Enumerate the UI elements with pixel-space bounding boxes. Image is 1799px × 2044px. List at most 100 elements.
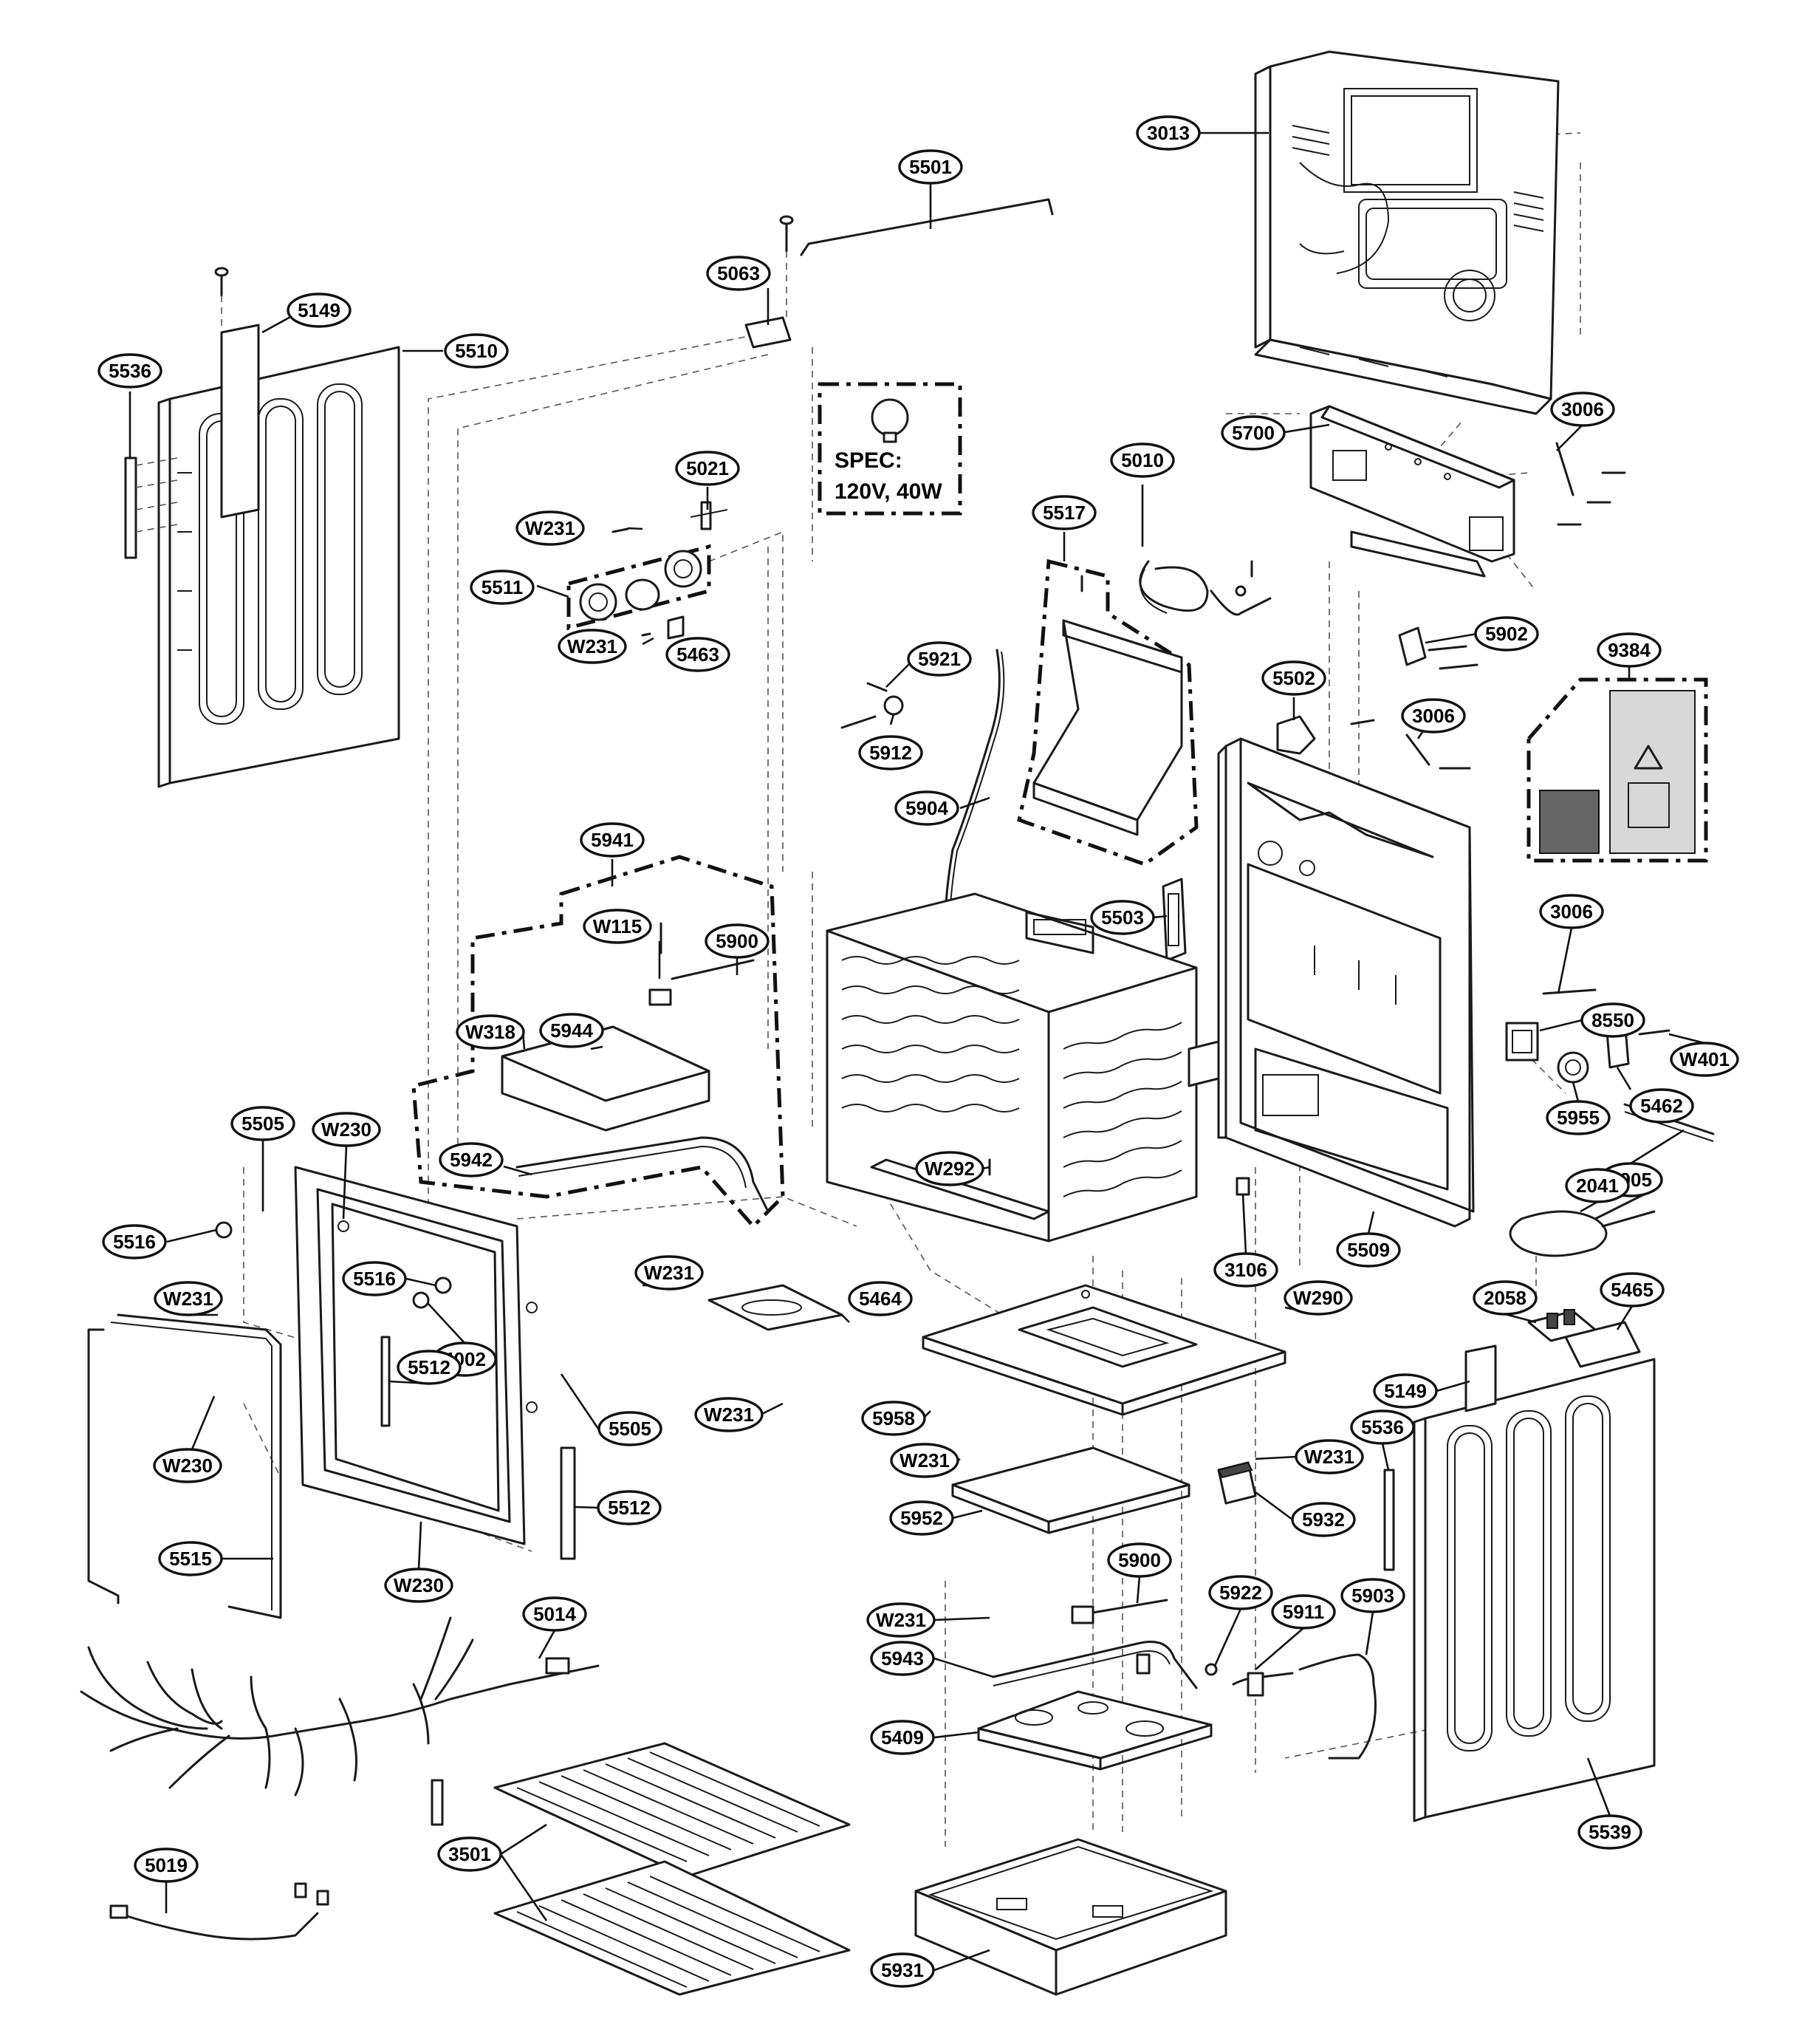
svg-text:5014: 5014 — [533, 1603, 576, 1625]
callout-5944: 5944 — [539, 1013, 604, 1048]
svg-text:W230: W230 — [394, 1574, 444, 1596]
bracket-5464 — [707, 1284, 843, 1331]
callout-5900: 5900 — [705, 923, 770, 959]
thermo-rod-3006-top — [1555, 442, 1626, 526]
callout-5516: 5516 — [102, 1224, 167, 1259]
callout-W290: W290 — [1284, 1280, 1353, 1316]
callout-5517: 5517 — [1032, 495, 1097, 530]
oven-racks-3501 — [493, 1742, 851, 1996]
callout-5515: 5515 — [158, 1541, 223, 1576]
svg-text:8550: 8550 — [1591, 1009, 1634, 1031]
rack-wires-top — [516, 1751, 820, 1862]
svg-text:5900: 5900 — [1118, 1549, 1161, 1571]
control-bracket-5700 — [1309, 405, 1515, 578]
svg-text:5536: 5536 — [1361, 1416, 1404, 1438]
insulation-strip-5149-left — [220, 324, 260, 519]
callout-5932: 5932 — [1291, 1502, 1356, 1537]
svg-text:5505: 5505 — [241, 1112, 284, 1135]
svg-text:5010: 5010 — [1121, 449, 1164, 471]
svg-text:W230: W230 — [321, 1118, 371, 1141]
svg-text:5511: 5511 — [482, 576, 523, 598]
callout-5942: 5942 — [439, 1142, 504, 1177]
bake-element-5943 — [992, 1641, 1198, 1689]
callout-5511: 5511 — [470, 570, 535, 605]
gas-tube-5904 — [944, 649, 1005, 926]
leader-lines — [128, 131, 1705, 1972]
callout-5536: 5536 — [1350, 1409, 1415, 1445]
callout-W231: W231 — [1295, 1439, 1364, 1474]
wire-harness-5014 — [80, 1616, 600, 1826]
callout-5505: 5505 — [230, 1106, 295, 1141]
callout-3006: 3006 — [1539, 894, 1604, 929]
svg-text:W231: W231 — [567, 635, 617, 657]
bracket-5063 — [744, 215, 794, 349]
callout-W230: W230 — [384, 1568, 453, 1603]
callout-5063: 5063 — [706, 256, 771, 291]
callout-5921: 5921 — [907, 641, 972, 677]
svg-text:5463: 5463 — [676, 643, 719, 666]
svg-text:W231: W231 — [525, 517, 575, 539]
screw-5149-top — [214, 267, 229, 332]
callout-5505: 5505 — [597, 1411, 662, 1446]
svg-text:5942: 5942 — [450, 1149, 493, 1171]
light-bulb-icon — [871, 398, 909, 443]
svg-text:5409: 5409 — [881, 1726, 924, 1749]
callout-5902: 5902 — [1474, 616, 1539, 652]
callout-5510: 5510 — [444, 333, 509, 369]
svg-text:5943: 5943 — [881, 1647, 924, 1669]
screw-W231-lamp — [611, 527, 651, 637]
callout-5462: 5462 — [1629, 1088, 1694, 1124]
svg-text:W231: W231 — [704, 1404, 754, 1426]
flue-duct-5517 — [1017, 558, 1199, 867]
callout-5409: 5409 — [870, 1720, 935, 1755]
right-side-panel-5539 — [1413, 1358, 1656, 1822]
callout-W231: W231 — [890, 1443, 959, 1478]
callout-W231: W231 — [515, 510, 585, 546]
callout-5922: 5922 — [1208, 1575, 1273, 1610]
callout-5536: 5536 — [97, 353, 162, 389]
part-4002 — [412, 1291, 430, 1309]
bracket-5503 — [1162, 878, 1187, 962]
screw-W401 — [1638, 1029, 1670, 1036]
callout-5014: 5014 — [522, 1596, 587, 1632]
callout-5539: 5539 — [1577, 1814, 1642, 1850]
left-side-panel-5510 — [157, 346, 400, 788]
svg-text:W231: W231 — [644, 1262, 694, 1284]
callout-W231: W231 — [634, 1255, 704, 1291]
svg-text:5517: 5517 — [1043, 502, 1086, 524]
callout-W318: W318 — [456, 1014, 525, 1050]
svg-text:3006: 3006 — [1561, 398, 1604, 420]
svg-text:3006: 3006 — [1550, 900, 1593, 923]
callout-5516: 5516 — [342, 1261, 407, 1296]
insulation-strip-5149-right — [1464, 1344, 1497, 1412]
callout-5700: 5700 — [1221, 415, 1286, 451]
callout-5149: 5149 — [287, 293, 352, 328]
lamp-spec-box: SPEC: 120V, 40W — [818, 382, 962, 516]
callout-5463: 5463 — [665, 637, 730, 672]
callout-5464: 5464 — [848, 1281, 913, 1316]
callout-5512: 5512 — [597, 1490, 662, 1525]
svg-text:W231: W231 — [163, 1288, 213, 1310]
callout-W230: W230 — [153, 1448, 222, 1483]
callout-W231: W231 — [694, 1397, 764, 1432]
svg-text:W231: W231 — [900, 1449, 950, 1472]
burner-5409 — [977, 1690, 1213, 1771]
callout-5912: 5912 — [858, 735, 923, 770]
callout-5501: 5501 — [898, 149, 963, 185]
bottom-panel-5958 — [922, 1284, 1286, 1416]
svg-text:5932: 5932 — [1302, 1508, 1345, 1531]
callouts: 3013 5501 5063 5149 5510 5536 5700 3006 … — [97, 115, 1739, 1988]
callout-W231: W231 — [866, 1602, 936, 1638]
svg-text:5505: 5505 — [609, 1418, 651, 1440]
callout-W231: W231 — [558, 629, 627, 664]
svg-text:3013: 3013 — [1147, 122, 1190, 144]
svg-text:W230: W230 — [162, 1455, 213, 1477]
callout-W230: W230 — [312, 1112, 381, 1147]
lamp-socket-5021 — [690, 501, 728, 530]
hinge-strip-5512-outer — [560, 1446, 576, 1560]
clip-5536-right — [1383, 1469, 1395, 1571]
svg-text:5903: 5903 — [1351, 1585, 1394, 1607]
svg-text:W318: W318 — [465, 1021, 515, 1043]
svg-text:5539: 5539 — [1589, 1821, 1631, 1843]
block-5932 — [1217, 1461, 1257, 1505]
